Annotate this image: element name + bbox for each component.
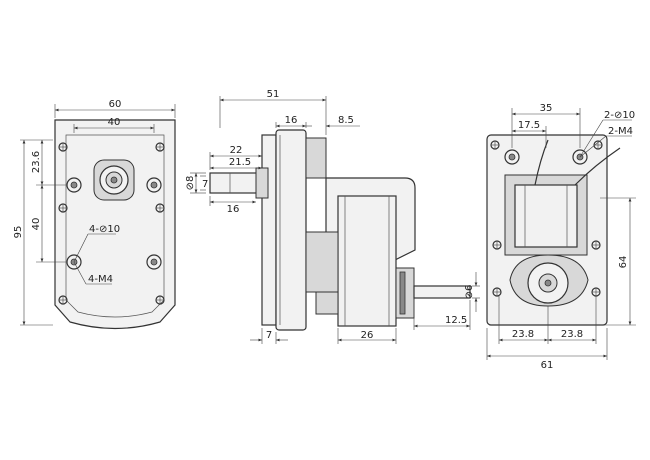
front-view: 60 40 95 23.6 40 4-⊘10 4-M4 xyxy=(13,99,176,330)
front-dim-40: 40 xyxy=(108,117,121,128)
front-dim-23-6: 23.6 xyxy=(31,151,42,173)
front-housing xyxy=(54,119,176,330)
rear-lead-wire-right xyxy=(574,147,621,186)
side-hub xyxy=(305,137,327,179)
side-dim-12-5: 12.5 xyxy=(445,315,467,326)
rear-view: 35 17.5 2-⊘10 2-M4 64 23.8 23.8 61 xyxy=(486,103,636,371)
side-dim-8-5: 8.5 xyxy=(338,115,354,126)
side-dim-dia-6: ⊘6 xyxy=(464,285,475,300)
side-view: 51 16 8.5 22 21.5 16 ⊘8 7 7 26 xyxy=(185,89,480,344)
side-dim-flat-7: 7 xyxy=(202,179,208,190)
side-gearbox xyxy=(275,129,307,331)
side-dim-51: 51 xyxy=(267,89,280,100)
side-output-shaft xyxy=(209,172,263,194)
rear-lead-wire-left xyxy=(534,139,549,186)
rear-dim-23-8-left: 23.8 xyxy=(512,329,534,340)
rear-dim-35: 35 xyxy=(540,103,553,114)
side-dim-21-5: 21.5 xyxy=(229,157,251,168)
side-dim-22: 22 xyxy=(230,145,243,156)
rear-dim-61: 61 xyxy=(541,360,554,371)
rear-note-holes: 2-⊘10 xyxy=(604,110,635,121)
side-dim-dia-8: ⊘8 xyxy=(185,176,196,191)
rear-coil xyxy=(514,184,578,248)
rear-dim-23-8-right: 23.8 xyxy=(561,329,583,340)
side-gearbox-plate xyxy=(261,134,277,326)
front-note-holes: 4-⊘10 xyxy=(89,224,120,235)
front-dim-95: 95 xyxy=(13,226,24,239)
rear-screws xyxy=(490,140,603,297)
front-housing-inner xyxy=(65,134,165,318)
side-dim-16-shaft: 16 xyxy=(227,204,240,215)
front-note-threads: 4-M4 xyxy=(88,274,113,285)
side-dim-plate-7: 7 xyxy=(266,330,272,341)
front-corner-screws xyxy=(58,142,165,305)
front-dim-60: 60 xyxy=(109,99,122,110)
side-dim-16: 16 xyxy=(285,115,298,126)
rear-note-threads: 2-M4 xyxy=(608,126,633,137)
side-motor-shaft xyxy=(413,285,471,299)
side-dim-26: 26 xyxy=(361,330,374,341)
rear-dim-64: 64 xyxy=(618,256,629,269)
side-motor-coil xyxy=(337,195,397,327)
front-dim-40-vertical: 40 xyxy=(31,218,42,231)
rear-dim-17-5: 17.5 xyxy=(518,120,540,131)
